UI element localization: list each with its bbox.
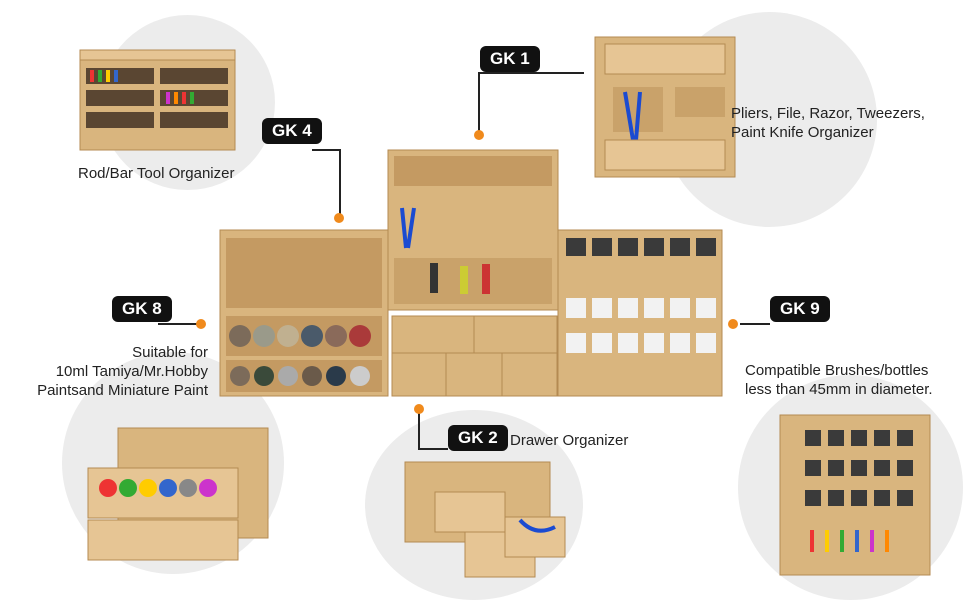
gk8-caption-line2: 10ml Tamiya/Mr.Hobby — [55, 363, 208, 380]
gk9-caption-line2: less than 45mm in diameter. — [745, 381, 933, 398]
gk9-caption-line1: Compatible Brushes/bottles — [745, 362, 929, 379]
gk4-badge: GK 4 — [262, 118, 322, 144]
gk8-connector-h — [158, 323, 200, 325]
gk1-marker-dot — [474, 130, 484, 140]
gk2-connector-h — [418, 448, 448, 450]
gk8-marker-dot — [196, 319, 206, 329]
gk8-caption-line1: Suitable for — [132, 344, 208, 361]
gk2-connector-v — [418, 410, 420, 450]
gk8-badge: GK 8 — [112, 296, 172, 322]
gk2-caption: Drawer Organizer — [510, 432, 629, 449]
gk1-connector-h — [478, 72, 584, 74]
pliers-organizer-image — [594, 36, 736, 178]
gk2-marker-dot — [414, 404, 424, 414]
gk1-caption-line2: Paint Knife Organizer — [731, 124, 874, 141]
main-organizer-image — [219, 149, 723, 397]
bottle-grid-organizer-image — [779, 414, 931, 576]
gk2-badge: GK 2 — [448, 425, 508, 451]
gk1-connector-v — [478, 72, 480, 134]
gk4-marker-dot — [334, 213, 344, 223]
gk1-badge: GK 1 — [480, 46, 540, 72]
gk9-marker-dot — [728, 319, 738, 329]
gk9-badge: GK 9 — [770, 296, 830, 322]
gk9-connector-h — [740, 323, 770, 325]
drawer-organizer-image — [404, 461, 566, 578]
gk4-connector-h — [312, 149, 340, 151]
gk8-caption-line3: Paintsand Miniature Paint — [37, 382, 208, 399]
paint-drawer-organizer-image — [87, 427, 269, 561]
gk1-caption-line1: Pliers, File, Razor, Tweezers, — [731, 105, 925, 122]
rod-bar-organizer-image — [79, 49, 236, 151]
gk4-caption: Rod/Bar Tool Organizer — [78, 165, 235, 182]
gk4-connector-v — [339, 149, 341, 219]
